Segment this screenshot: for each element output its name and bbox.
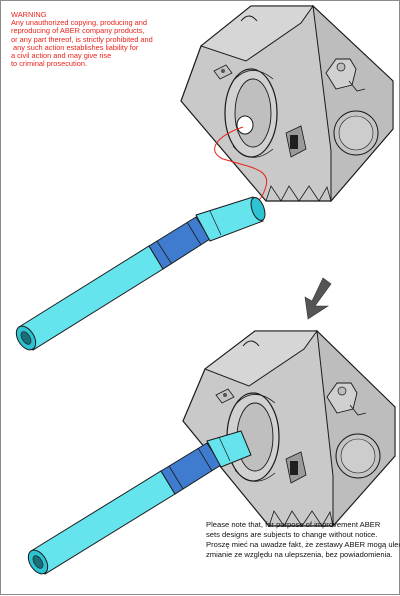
warning-line: any such action establishes liability fo…: [11, 42, 139, 52]
notice-line: zmianie ze względu na ulepszenia, bez po…: [206, 550, 393, 559]
notice-line: Please note that, for purpose of improve…: [206, 520, 381, 529]
assembly-arrow-icon: [304, 277, 332, 320]
turret-mantlet-exploded: [180, 4, 394, 203]
barrel-assembled: [27, 430, 252, 575]
warning-line: or any part thereof, is strictly prohibi…: [11, 34, 153, 44]
warning-line: a civil action and may give rise: [11, 51, 112, 61]
warning-line: reproducing of ABER company products,: [11, 26, 145, 36]
turret-mantlet-assembled: [182, 329, 396, 528]
copyright-warning: WARNING Any unauthorized copying, produc…: [11, 10, 201, 69]
warning-line: to criminal prosecution.: [11, 59, 87, 69]
barrel-exploded: [15, 196, 266, 351]
assembly-guide-line: [214, 126, 268, 205]
warning-line: WARNING: [11, 10, 47, 19]
notice-line: sets designs are subjects to change with…: [206, 530, 378, 539]
design-change-notice: Please note that, for purpose of improve…: [206, 520, 400, 560]
warning-line: Any unauthorized copying, producing and: [11, 18, 148, 28]
notice-line: Proszę mieć na uwadze fakt, że zestawy A…: [206, 540, 400, 549]
